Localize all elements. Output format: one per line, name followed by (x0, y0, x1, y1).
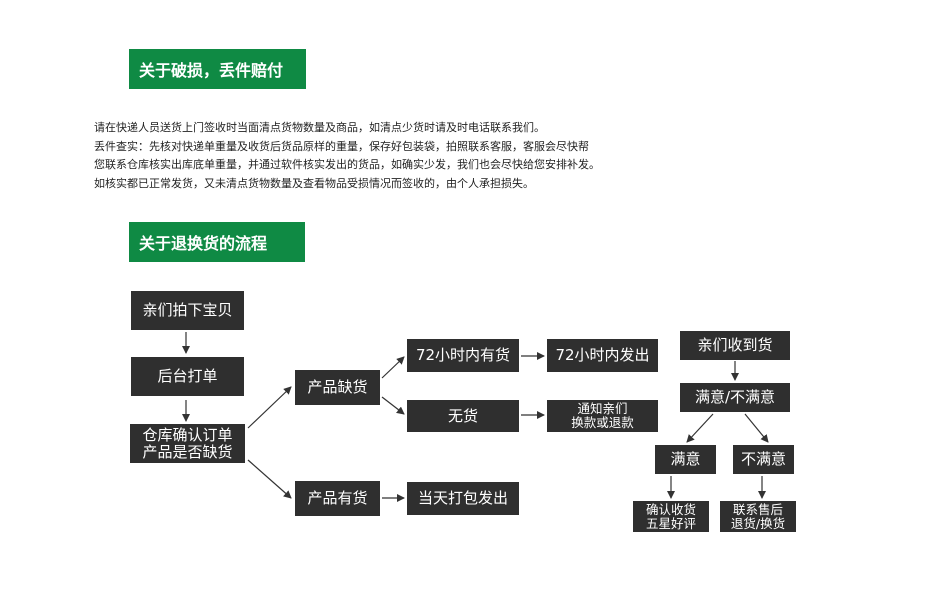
damage-notice: 请在快递人员送货上门签收时当面清点货物数量及商品，如清点少货时请及时电话联系我们… (94, 119, 694, 193)
node-label: 退货/换货 (730, 515, 786, 531)
node-label: 确认收货 (645, 501, 696, 517)
node-contact-aftersale: 联系售后 退货/换货 (720, 501, 796, 532)
heading-returns-text: 关于退换货的流程 (139, 234, 268, 253)
heading-return-process: 关于退换货的流程 (129, 222, 305, 262)
arrow-question-to-unsatisfied (744, 413, 769, 443)
node-label: 产品有货 (307, 489, 368, 507)
node-no-stock: 无货 (407, 400, 519, 432)
node-has-72h: 72小时内有货 (407, 339, 519, 372)
node-label: 换款或退款 (571, 415, 634, 430)
heading-damage-text: 关于破损，丢件赔付 (139, 61, 284, 80)
node-label: 产品是否缺货 (142, 442, 233, 461)
node-satisfied-question: 满意/不满意 (680, 383, 790, 412)
node-label-group: 确认收货 五星好评 (645, 501, 696, 531)
node-print: 后台打单 (131, 357, 244, 396)
notice-line: 如核实都已正常发货，又未清点货物数量及查看物品受损情况而签收的，由个人承担损失。 (94, 176, 534, 190)
node-label: 亲们收到货 (697, 336, 773, 354)
node-label: 通知亲们 (577, 401, 628, 416)
node-label: 产品缺货 (307, 378, 368, 396)
node-label: 72小时内发出 (555, 346, 650, 364)
node-check-order: 仓库确认订单 产品是否缺货 (130, 424, 245, 463)
node-label: 72小时内有货 (415, 346, 511, 364)
node-order: 亲们拍下宝贝 (131, 291, 244, 330)
node-label: 当天打包发出 (417, 489, 508, 507)
node-unsatisfied: 不满意 (733, 445, 794, 474)
node-label-group: 通知亲们 换款或退款 (571, 402, 634, 430)
arrow-check-to-out-of-stock (247, 386, 292, 429)
arrow-question-to-satisfied (686, 413, 714, 443)
node-notify: 通知亲们 换款或退款 (547, 400, 658, 432)
notice-line: 丢件查实：先核对快递单重量及收货后货品原样的重量，保存好包装袋，拍照联系客服，客… (94, 139, 589, 153)
node-label: 不满意 (740, 450, 786, 468)
node-out-of-stock: 产品缺货 (295, 370, 380, 405)
notice-line: 您联系仓库核实出库底单重量，并通过软件核实发出的货品，如确实少发，我们也会尽快给… (94, 158, 600, 171)
node-received: 亲们收到货 (680, 331, 790, 360)
node-label: 后台打单 (157, 367, 218, 385)
node-ship-72h: 72小时内发出 (547, 339, 658, 372)
node-label: 五星好评 (645, 515, 696, 531)
node-label: 无货 (447, 406, 478, 425)
heading-damage-compensation: 关于破损，丢件赔付 (129, 49, 306, 89)
arrow-out-to-no-stock (381, 396, 405, 415)
node-label: 满意 (670, 450, 701, 468)
arrow-out-to-72h (381, 356, 405, 379)
node-label-group: 联系售后 退货/换货 (730, 501, 786, 531)
node-label: 满意/不满意 (694, 388, 776, 406)
node-ship-today: 当天打包发出 (407, 482, 519, 515)
node-satisfied: 满意 (655, 445, 716, 474)
node-in-stock: 产品有货 (295, 481, 380, 516)
node-label-group: 仓库确认订单 产品是否缺货 (142, 425, 233, 461)
notice-line: 请在快递人员送货上门签收时当面清点货物数量及商品，如清点少货时请及时电话联系我们… (94, 121, 545, 134)
node-confirm-review: 确认收货 五星好评 (633, 501, 709, 532)
node-label: 联系售后 (732, 501, 783, 517)
node-label: 仓库确认订单 (142, 425, 233, 444)
node-label: 亲们拍下宝贝 (142, 301, 233, 319)
arrow-check-to-in-stock (247, 459, 292, 499)
